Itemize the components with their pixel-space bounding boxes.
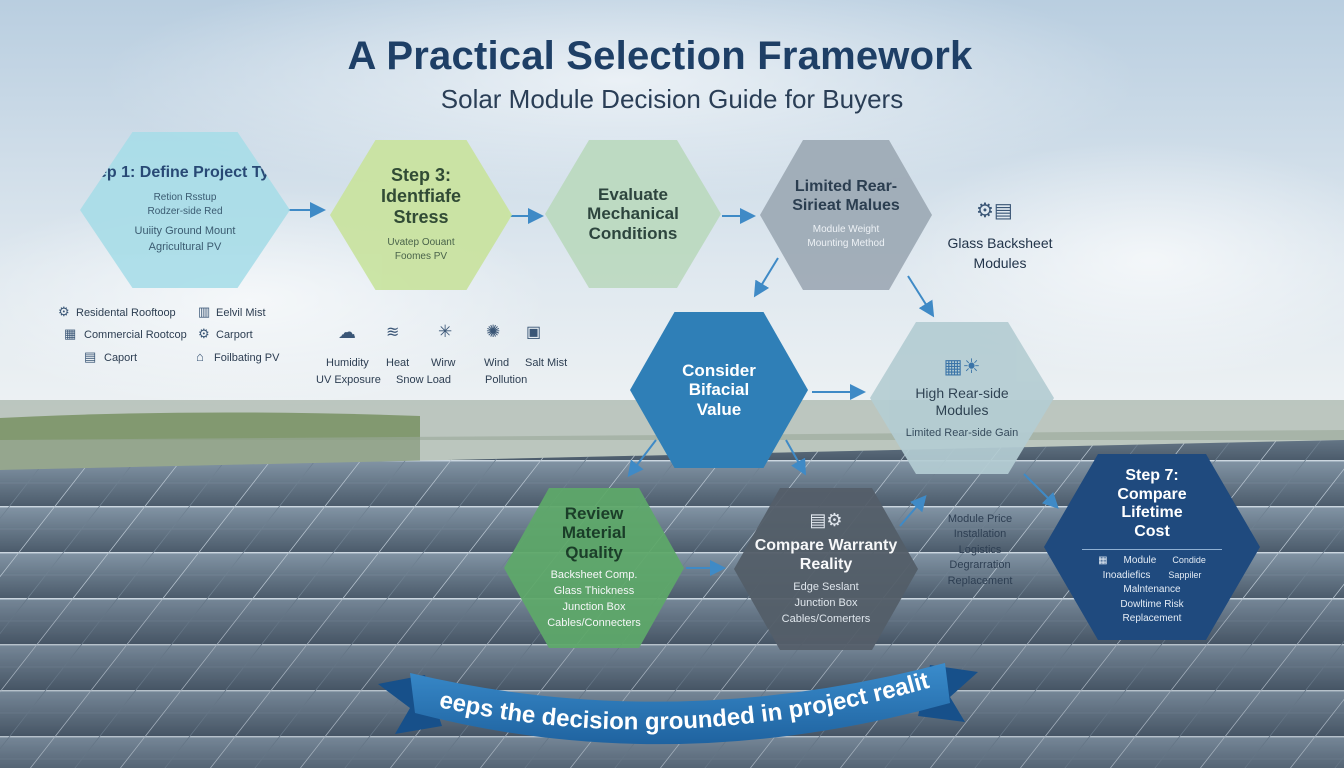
divider: [1082, 549, 1222, 551]
hex-lifetime-title: Step 7: Compare Lifetime Cost: [1117, 467, 1187, 540]
cost-factor: Degrarration: [949, 559, 1011, 572]
hex-material-line: Cables/Connecters: [547, 617, 641, 630]
grid-icon: ▦: [64, 326, 77, 341]
project-type-label: Eelvil Mist: [216, 307, 266, 319]
stress-label: Humidity: [326, 357, 369, 369]
heat-wave-icon: ≋: [386, 324, 400, 341]
hex-limited-title: Limited Rear-Sirieat Malues: [792, 178, 900, 214]
stress-label: Heat: [386, 357, 410, 369]
cost-factor: Logistics: [958, 543, 1002, 556]
arrow-bifacial-warranty: [785, 439, 806, 476]
hex-lifetime-line: Replacement: [1122, 613, 1182, 625]
hex-step3-title: Step 3: Identfiafe Stress: [380, 165, 461, 227]
project-type-label: Caport: [104, 352, 138, 364]
arrow-highrear-lifetime: [1023, 473, 1059, 509]
project-type-label: Foilbating PV: [214, 352, 280, 364]
hex-limited-rear: Limited Rear-Sirieat Malues Module Weigh…: [760, 140, 932, 290]
glass-backsheet-label: Glass Backsheet Modules: [940, 233, 1060, 274]
solar-panel-sun-icon: ▦☀: [943, 356, 981, 379]
hex-lifetime-row: Inoadiefics Sappiler: [1098, 569, 1206, 584]
cost-factor: Replacement: [947, 574, 1013, 587]
hex-limited-line: Mounting Method: [807, 238, 885, 250]
hex-warranty-line: Cables/Comerters: [781, 612, 871, 625]
hex-high-rear-title: High Rear-side Modules: [915, 385, 1009, 418]
hex-warranty-reality: ▤⚙ Compare Warranty Reality Edge Seslant…: [734, 488, 918, 650]
hex-step1-line: Agricultural PV: [148, 240, 222, 253]
gear-icon: ⚙: [198, 326, 210, 341]
hex-warranty-line: Edge Seslant: [793, 580, 859, 593]
hex-high-rear-line: Limited Rear-side Gain: [905, 426, 1019, 439]
hex-material-line: Junction Box: [562, 601, 626, 614]
hex-lifetime-line: Condide: [1172, 555, 1206, 566]
cost-factor: Installation: [953, 528, 1007, 541]
hex-material-title: Review Material Quality: [561, 503, 627, 562]
building-icon: ▥: [198, 304, 211, 319]
hex-material-line: Glass Thickness: [553, 585, 635, 598]
hex-step1-line: Rodzer-side Red: [147, 206, 223, 218]
house-icon: ⌂: [196, 349, 204, 364]
hex-high-rear: ▦☀ High Rear-side Modules Limited Rear-s…: [870, 322, 1054, 474]
cost-factor-list: Module Price Installation Logistics Degr…: [930, 512, 1030, 589]
hex-warranty-lines: Edge Seslant Junction Box Cables/Comerte…: [782, 580, 871, 628]
gear-icon: ⚙: [58, 304, 70, 319]
hex-step1-line: Uuiity Ground Mount: [134, 224, 236, 237]
document-gear-icon: ▤⚙: [809, 510, 843, 531]
hex-lifetime-line: Malntenance: [1123, 584, 1181, 596]
hex-material-line: Backsheet Comp.: [550, 569, 638, 582]
stress-label: UV Exposure: [316, 374, 381, 386]
project-type-label: Carport: [216, 329, 253, 341]
wind-burst-icon: ✺: [486, 322, 501, 341]
hex-step1-title: Step 1: Define Project Type: [82, 164, 288, 182]
hex-bifacial-value: Consider Bifacial Value: [630, 312, 808, 468]
hex-bifacial-title: Consider Bifacial Value: [682, 360, 756, 419]
hex-material-lines: Backsheet Comp. Glass Thickness Junction…: [547, 568, 641, 632]
hex-step3-lines: Uvatep Oouant Foomes PV: [387, 236, 454, 265]
hex-step1-line: Retion Rsstup: [153, 191, 217, 203]
salt-mist-icon: ▣: [526, 324, 542, 341]
hex-lifetime-line: Sappiler: [1168, 569, 1202, 580]
arrow-warranty-highrear: [899, 494, 927, 527]
cloud-rain-icon: ☁: [338, 322, 356, 342]
document-gear-icon: ⚙▤: [976, 200, 1013, 222]
cost-factor: Module Price: [947, 513, 1013, 525]
page-title: A Practical Selection Framework: [347, 34, 973, 78]
stress-label: Pollution: [485, 374, 528, 386]
stress-label: Salt Mist: [525, 357, 568, 369]
arrow-limited-bifacial: [753, 257, 779, 298]
hex-lifetime-line: Inoadiefics: [1102, 569, 1151, 581]
stress-label: Wirw: [431, 357, 456, 369]
hex-limited-line: Module Weight: [812, 223, 880, 235]
hex-step7-lifetime-cost: Step 7: Compare Lifetime Cost ▦ Module C…: [1044, 454, 1260, 640]
hex-warranty-line: Junction Box: [794, 596, 858, 609]
stress-label: Wind: [484, 357, 510, 369]
panel-icon: ▤: [84, 349, 97, 364]
project-type-label: Residental Rooftoop: [76, 307, 176, 319]
glass-backsheet-line: Modules: [973, 255, 1027, 272]
glass-backsheet-line: Glass Backsheet: [947, 235, 1053, 251]
calendar-icon: ▦: [1098, 555, 1108, 567]
hex-step1-lines: Retion Rsstup Rodzer-side Red Uuiity Gro…: [135, 191, 236, 256]
stress-label: Snow Load: [396, 374, 452, 386]
hex-lifetime-lines: ▦ Module Condide Inoadiefics Sappiler Ma…: [1098, 554, 1206, 627]
hex-step3-line: Foomes PV: [394, 251, 448, 263]
page-subtitle: Solar Module Decision Guide for Buyers: [440, 84, 904, 114]
arrow-limited-highrear: [907, 275, 935, 318]
hex-limited-lines: Module Weight Mounting Method: [807, 223, 884, 252]
hex-step1-project-type: Step 1: Define Project Type Retion Rsstu…: [80, 132, 290, 288]
project-type-label: Commercial Rootcop: [84, 329, 187, 341]
hex-material-quality: Review Material Quality Backsheet Comp. …: [504, 488, 684, 648]
hex-warranty-title: Compare Warranty Reality: [754, 537, 898, 573]
hex-step3-stress: Step 3: Identfiafe Stress Uvatep Oouant …: [330, 140, 512, 290]
arrow-bifacial-material: [627, 439, 657, 478]
hex-high-rear-lines: Limited Rear-side Gain: [906, 426, 1019, 442]
hex-mechanical-title: Evaluate Mechanical Conditions: [587, 184, 679, 243]
hex-step3-line: Uvatep Oouant: [387, 236, 455, 248]
snowflake-icon: ✳: [438, 322, 453, 341]
hex-lifetime-line: Dowltime Risk: [1120, 598, 1184, 610]
hex-lifetime-row: ▦ Module Condide: [1098, 554, 1206, 569]
hex-lifetime-line: Module: [1123, 555, 1157, 567]
